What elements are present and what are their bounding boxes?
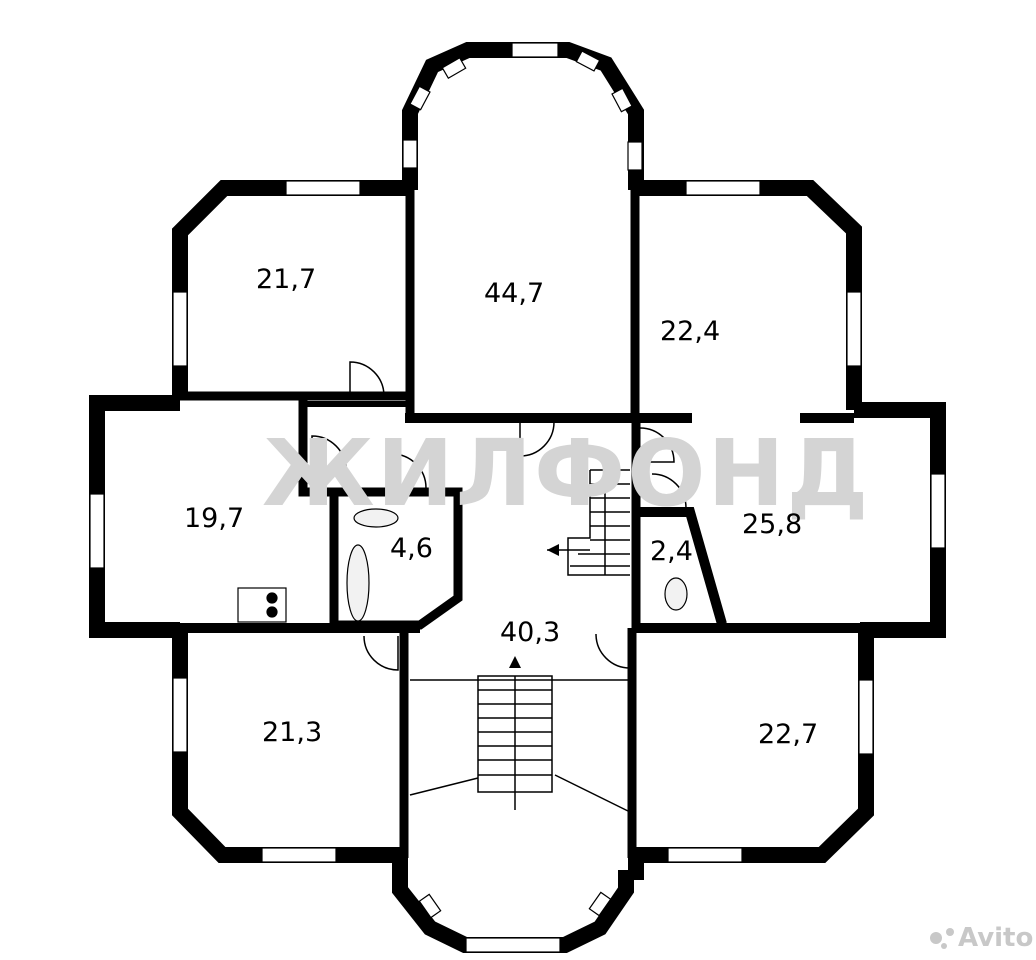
room-area-se-bedroom: 22,7 <box>758 719 818 750</box>
bathtub-icon <box>346 544 370 622</box>
avito-logo: Avito <box>930 923 1033 953</box>
room-labels: 21,7 44,7 22,4 19,7 4,6 2,4 25,8 40,3 21… <box>184 264 818 750</box>
windows <box>89 42 946 953</box>
sink-icon <box>353 508 399 528</box>
room-area-nw-bedroom: 21,7 <box>256 264 316 295</box>
avito-logo-text: Avito <box>958 923 1033 953</box>
stove-icon <box>237 587 287 623</box>
room-area-central-hall: 40,3 <box>500 617 560 648</box>
room-area-north-hall: 44,7 <box>484 278 544 309</box>
watermark-text: ЖИЛФОНД <box>262 420 870 527</box>
room-area-sw-bedroom: 21,3 <box>262 717 322 748</box>
room-area-west-kitchen: 19,7 <box>184 503 244 534</box>
room-area-bathroom: 4,6 <box>390 533 433 564</box>
partitions <box>97 188 866 858</box>
stair-lines <box>409 469 631 813</box>
fixtures <box>237 508 688 623</box>
room-area-east-room: 25,8 <box>742 509 802 540</box>
room-area-ne-bedroom: 22,4 <box>660 316 720 347</box>
doors <box>311 361 687 671</box>
room-area-wc: 2,4 <box>650 536 693 567</box>
toilet-icon <box>664 577 688 611</box>
stair-arrows <box>509 544 559 668</box>
avito-dots-icon <box>930 932 942 944</box>
